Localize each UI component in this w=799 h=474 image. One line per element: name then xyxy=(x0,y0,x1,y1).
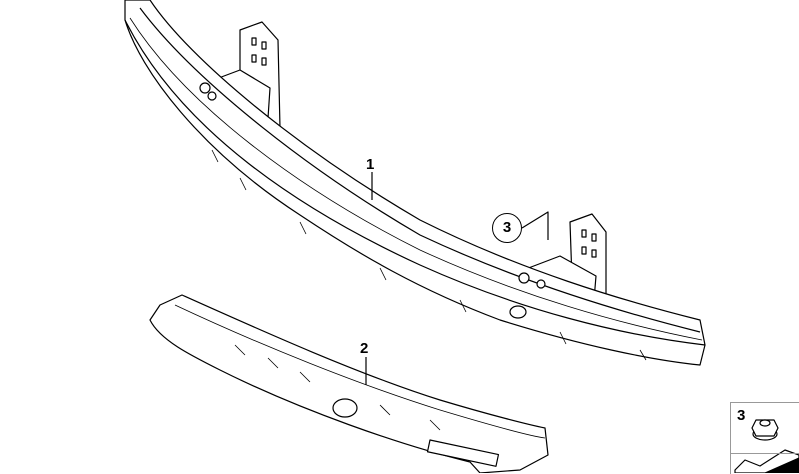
leader-line-3 xyxy=(521,211,549,240)
parts-legend: 3 xyxy=(730,402,799,474)
flange-nut-icon xyxy=(751,419,779,441)
legend-item-number: 3 xyxy=(737,407,746,424)
legend-divider xyxy=(731,453,799,454)
impact-absorber xyxy=(149,294,549,473)
callout-part-3: 3 xyxy=(492,213,522,243)
callout-part-2: 2 xyxy=(360,340,369,357)
callout-part-1: 1 xyxy=(366,156,375,173)
bumper-carrier-beam xyxy=(124,0,706,366)
